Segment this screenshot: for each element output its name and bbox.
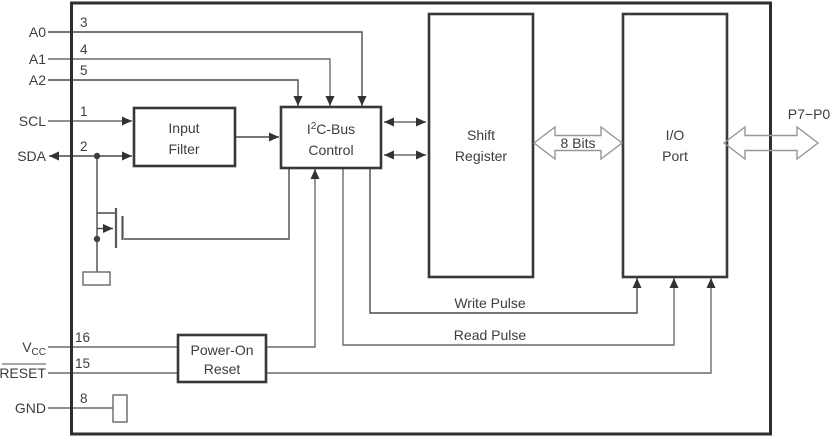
wire-a2 [48,79,303,106]
wire-reset [48,278,716,374]
junction-dot-source [93,235,101,243]
block-io-port: I/O Port [621,12,729,279]
wires [2,31,716,423]
pin-label-sda: SDA [17,148,46,164]
pin-number-a2: 5 [80,63,88,78]
por-label-1: Power-On [190,342,253,358]
wire-a1 [48,58,335,106]
pin-label-reset: RESET [0,365,46,381]
pin-number-gnd: 8 [80,391,88,406]
pin-label-a2: A2 [29,72,46,88]
pin-number-reset: 15 [75,356,90,371]
pin-label-scl: SCL [19,113,46,129]
block-shift-register: Shift Register [427,12,535,279]
bus-arrow-8bits: 8 Bits [532,125,624,161]
wide-arrow-icon [722,125,820,161]
pin-number-sda: 2 [80,139,88,154]
pin-labels: A0 A1 A2 SCL SDA VCC RESET GND [0,24,47,416]
shift-register-label-1: Shift [467,127,495,143]
substrate-box [82,271,111,286]
block-input-filter: Input Filter [132,106,237,168]
pin-label-a1: A1 [29,51,46,67]
block-power-on-reset: Power-On Reset [176,333,268,384]
pin-label-vcc: VCC [22,339,46,358]
wire-read-pulse [342,168,679,346]
io-port-label-1: I/O [666,127,685,143]
port-range-label: P7−P0 [788,106,831,122]
pin-label-gnd: GND [15,400,46,416]
io-port-label-2: Port [662,148,688,164]
por-label-2: Reset [204,361,241,377]
i2c-label-2: Control [308,142,353,158]
wide-arrow-icon [532,125,624,161]
gnd-pad-box [112,394,128,423]
chip-boundary [70,1,772,436]
shift-register-label-2: Register [455,148,507,164]
pin-number-scl: 1 [80,104,88,119]
bus-width-label: 8 Bits [560,135,595,151]
pin-numbers: 3 4 5 1 2 16 15 8 [75,15,90,406]
pin-number-a0: 3 [80,15,88,30]
pin-number-a1: 4 [80,42,88,57]
junction-dot-sda [93,152,101,160]
pin-number-vcc: 16 [75,330,90,345]
wire-gate-drive [124,168,290,240]
block-i2c-bus-control: I2C-Bus Control [279,105,383,170]
i2c-label-1: I2C-Bus [307,121,355,137]
bus-arrow-port: P7−P0 [722,106,831,161]
pin-label-a0: A0 [29,24,46,40]
wire-vcc-por [48,169,320,348]
read-pulse-label: Read Pulse [454,327,527,343]
wire-write-pulse [369,168,642,314]
wire-a0 [48,31,367,106]
write-pulse-label: Write Pulse [454,295,526,311]
input-filter-label-1: Input [168,120,199,136]
input-filter-label-2: Filter [168,141,199,157]
